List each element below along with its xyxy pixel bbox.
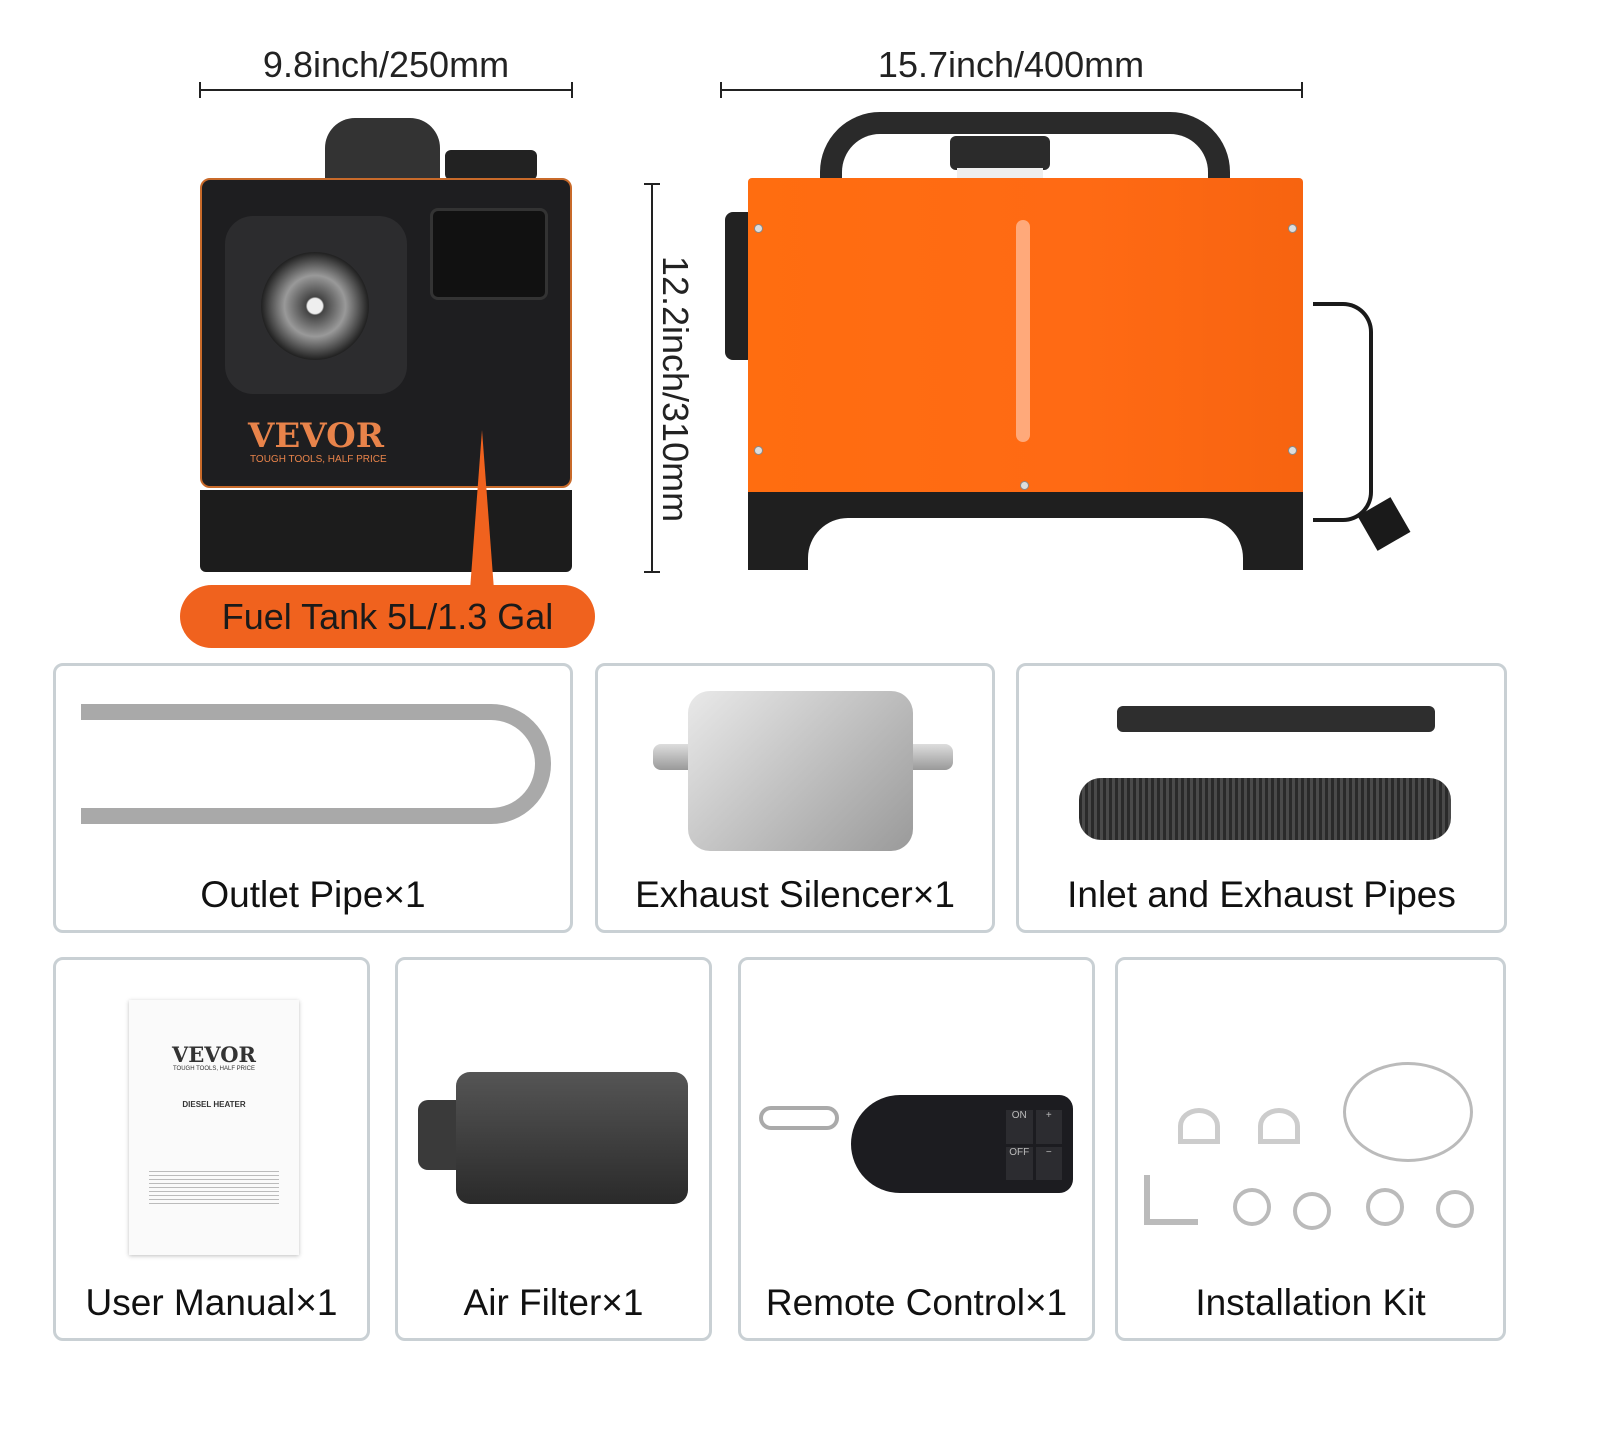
manual-text bbox=[149, 1168, 279, 1204]
accessory-label: User Manual×1 bbox=[85, 1282, 338, 1323]
handle bbox=[325, 118, 440, 188]
accessory-card-remote-control: ON + OFF − Remote Control×1 bbox=[738, 957, 1095, 1341]
height-dimension-line bbox=[644, 183, 660, 573]
remote-on-button: ON bbox=[1006, 1110, 1033, 1144]
callout-pointer bbox=[470, 430, 494, 590]
keyring bbox=[759, 1106, 839, 1130]
brand-tagline: TOUGH TOOLS, HALF PRICE bbox=[250, 454, 387, 465]
width-small-dimension-line bbox=[199, 82, 573, 98]
p-clip bbox=[1178, 1108, 1220, 1144]
width-large-dimension-line bbox=[720, 82, 1303, 98]
accessory-card-inlet-exhaust-pipes: Inlet and Exhaust Pipes bbox=[1016, 663, 1507, 933]
accessory-label: Installation Kit bbox=[1195, 1282, 1426, 1323]
accessory-label: Air Filter×1 bbox=[463, 1282, 644, 1323]
fuel-cap bbox=[950, 136, 1050, 170]
heater-side-image bbox=[725, 112, 1425, 577]
power-cable bbox=[1313, 302, 1373, 522]
small-clamp bbox=[1293, 1192, 1331, 1230]
air-filter-image bbox=[456, 1072, 688, 1204]
accessory-label: Outlet Pipe×1 bbox=[200, 874, 426, 915]
outlet-pipe-image bbox=[81, 704, 551, 824]
accessory-card-air-filter: Air Filter×1 bbox=[395, 957, 712, 1341]
fan-vent bbox=[225, 216, 407, 394]
height-label: 12.2inch/310mm bbox=[655, 255, 696, 523]
exhaust-pipe-image bbox=[1079, 778, 1451, 840]
heater-base bbox=[748, 492, 1303, 570]
display-screen bbox=[430, 208, 548, 300]
accessory-label: Remote Control×1 bbox=[765, 1282, 1068, 1323]
small-clamp bbox=[1366, 1188, 1404, 1226]
hose-clamp-large bbox=[1343, 1062, 1473, 1162]
fan-icon bbox=[261, 252, 369, 360]
heater-base bbox=[200, 490, 572, 572]
exhaust-silencer-image bbox=[688, 691, 913, 851]
fuel-neck bbox=[957, 168, 1043, 180]
bracket bbox=[1144, 1175, 1198, 1225]
small-clamp bbox=[1436, 1190, 1474, 1228]
heater-front-image: VEVOR TOUGH TOOLS, HALF PRICE bbox=[200, 118, 572, 590]
fuel-cap bbox=[445, 150, 537, 180]
manual-brand: VEVOR bbox=[172, 1042, 256, 1067]
accessory-card-user-manual: VEVOR TOUGH TOOLS, HALF PRICE DIESEL HEA… bbox=[53, 957, 370, 1341]
remote-plus-button: + bbox=[1035, 1110, 1062, 1144]
brand-logo: VEVOR bbox=[248, 416, 384, 456]
accessory-card-exhaust-silencer: Exhaust Silencer×1 bbox=[595, 663, 995, 933]
remote-buttons: ON + OFF − bbox=[1006, 1110, 1062, 1180]
fuel-level-window bbox=[1016, 220, 1030, 442]
p-clip bbox=[1258, 1108, 1300, 1144]
inlet-pipe-image bbox=[1117, 706, 1435, 732]
width-small-label: 9.8inch/250mm bbox=[262, 44, 510, 85]
fuel-tank-callout: Fuel Tank 5L/1.3 Gal bbox=[180, 585, 595, 648]
accessory-card-installation-kit: Installation Kit bbox=[1115, 957, 1506, 1341]
accessory-card-outlet-pipe: Outlet Pipe×1 bbox=[53, 663, 573, 933]
user-manual-image: VEVOR TOUGH TOOLS, HALF PRICE DIESEL HEA… bbox=[129, 1000, 299, 1255]
accessory-label: Exhaust Silencer×1 bbox=[635, 874, 955, 915]
remote-off-button: OFF bbox=[1006, 1146, 1033, 1180]
base-arch bbox=[808, 518, 1243, 570]
small-clamp bbox=[1233, 1188, 1271, 1226]
orange-casing bbox=[748, 178, 1303, 496]
width-large-label: 15.7inch/400mm bbox=[877, 44, 1145, 85]
manual-title: DIESEL HEATER bbox=[182, 1100, 246, 1109]
manual-tagline: TOUGH TOOLS, HALF PRICE bbox=[172, 1066, 256, 1072]
accessory-label: Inlet and Exhaust Pipes bbox=[1067, 874, 1456, 915]
remote-minus-button: − bbox=[1035, 1146, 1062, 1180]
